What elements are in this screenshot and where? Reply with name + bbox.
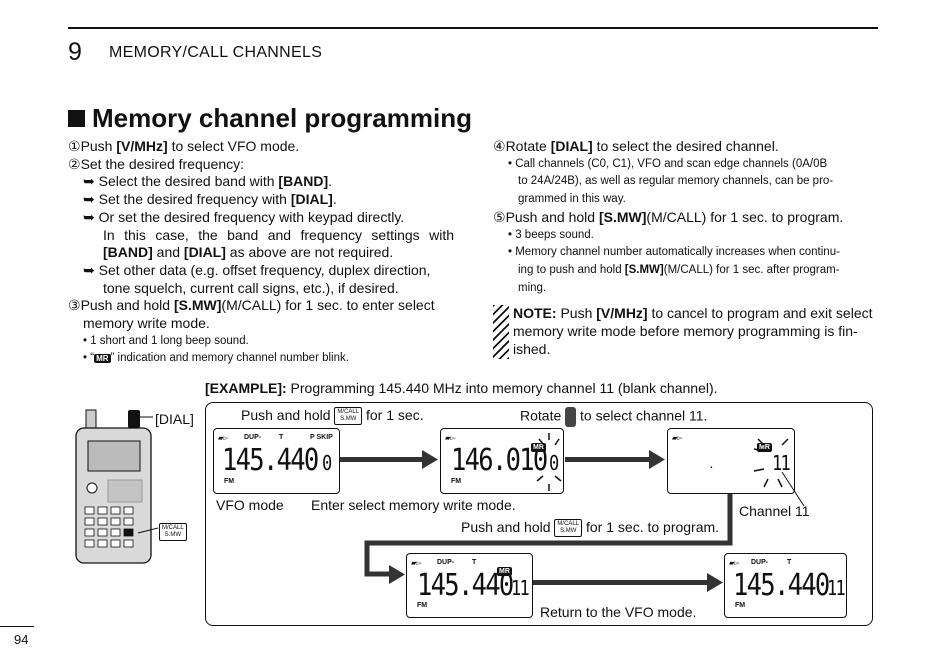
page-number: 94 [14,632,29,647]
step-4: ④Rotate [DIAL] to select the desired cha… [493,138,779,154]
page-number-rule [0,626,34,627]
note-hatch-icon [493,305,509,360]
sub-step-cont: tone squelch, current call signs, etc.),… [103,279,399,296]
bullet: • Memory channel number automatically in… [508,246,840,259]
bullet: • Call channels (C0, C1), VFO and scan e… [508,157,828,170]
example-frame [205,402,873,626]
arrow-right-icon [565,450,665,469]
sub-step: ➥ Set other data (e.g. offset frequency,… [83,261,431,278]
blink-rays-icon [753,438,789,488]
lcd-vfo-return: ▰▻ DUP- T 145.440 11 FM [724,553,847,618]
step-3: ③Push and hold [S.MW](M/CALL) for 1 sec.… [68,297,435,314]
section-title: Memory channel programming [68,103,472,134]
arrow-right-icon [533,573,723,592]
arrow-right-icon [340,450,438,469]
bullet-cont: to 24A/24B), as well as regular memory c… [518,175,834,188]
bullet-cont: grammed in this way. [518,193,626,206]
lcd-channel-select: ▰▻ . MR 11 [667,428,795,494]
vfo-mode-label: VFO mode [216,497,284,513]
dial-label: [DIAL] [155,411,194,427]
left-column: ①Push [V/MHz] to select VFO mode. ②Set t… [68,138,454,368]
bullet-cont: ming. [518,281,547,294]
lcd-vfo: ▰▻ DUP- T P SKIP 145.440 0 FM [213,428,340,494]
channel-11-label: Channel 11 [739,503,810,519]
header-rule [68,27,878,29]
step-5: ⑤Push and hold [S.MW](M/CALL) for 1 sec.… [493,208,844,225]
step-1: ①Push [V/MHz] to select VFO mode. [68,138,300,154]
radio-illustration [75,409,159,564]
lcd-memory-write: ▰▻ 146.010 MR 0 FM [440,428,564,494]
chapter-title: MEMORY/CALL CHANNELS [109,44,323,61]
sub-step: ➥ Or set the desired frequency with keyp… [83,208,405,225]
connector-arrow-icon [364,494,733,584]
mr-icon: MR [94,354,111,364]
bullet: • “MR” indication and memory channel num… [83,352,349,365]
bullet: • 1 short and 1 long beep sound. [83,334,249,347]
bullet-cont: ing to push and hold [S.MW](M/CALL) for … [518,263,840,276]
battery-icon: ▰▻ [672,435,683,442]
blink-rays-icon [536,433,562,491]
sub-step-cont: In this case, the band and frequency set… [103,226,454,243]
example-heading: [EXAMPLE]: Programming 145.440 MHz into … [205,380,718,396]
rotate-label: Rotate to select channel 11. [520,407,707,427]
step-3-cont: memory write mode. [83,315,210,332]
square-bullet-icon [68,110,85,127]
bullet: • 3 beeps sound. [508,228,594,241]
lcd-programmed: ▰▻ DUP- T 145.440 MR 11 FM [406,553,533,618]
sub-step: ➥ Set the desired frequency with [DIAL]. [83,191,337,208]
battery-icon: ▰▻ [411,560,422,567]
return-vfo-label: Return to the VFO mode. [540,604,697,620]
battery-icon: ▰▻ [729,560,740,567]
chapter-number: 9 [68,38,82,66]
battery-icon: ▰▻ [218,435,229,442]
step-2: ②Set the desired frequency: [68,155,244,172]
right-column: ④Rotate [DIAL] to select the desired cha… [493,138,879,360]
sub-step-cont: [BAND] and [DIAL] as above are not requi… [103,244,394,261]
callout-line [781,471,805,507]
decimal-point: . [710,460,713,471]
enter-mode-label: Enter select memory write mode. [311,497,516,513]
sub-step: ➥ Select the desired band with [BAND]. [83,173,333,190]
battery-icon: ▰▻ [445,435,456,442]
dial-knob-icon [565,407,577,427]
note-block: NOTE: Push [V/MHz] to cancel to program … [493,305,879,360]
